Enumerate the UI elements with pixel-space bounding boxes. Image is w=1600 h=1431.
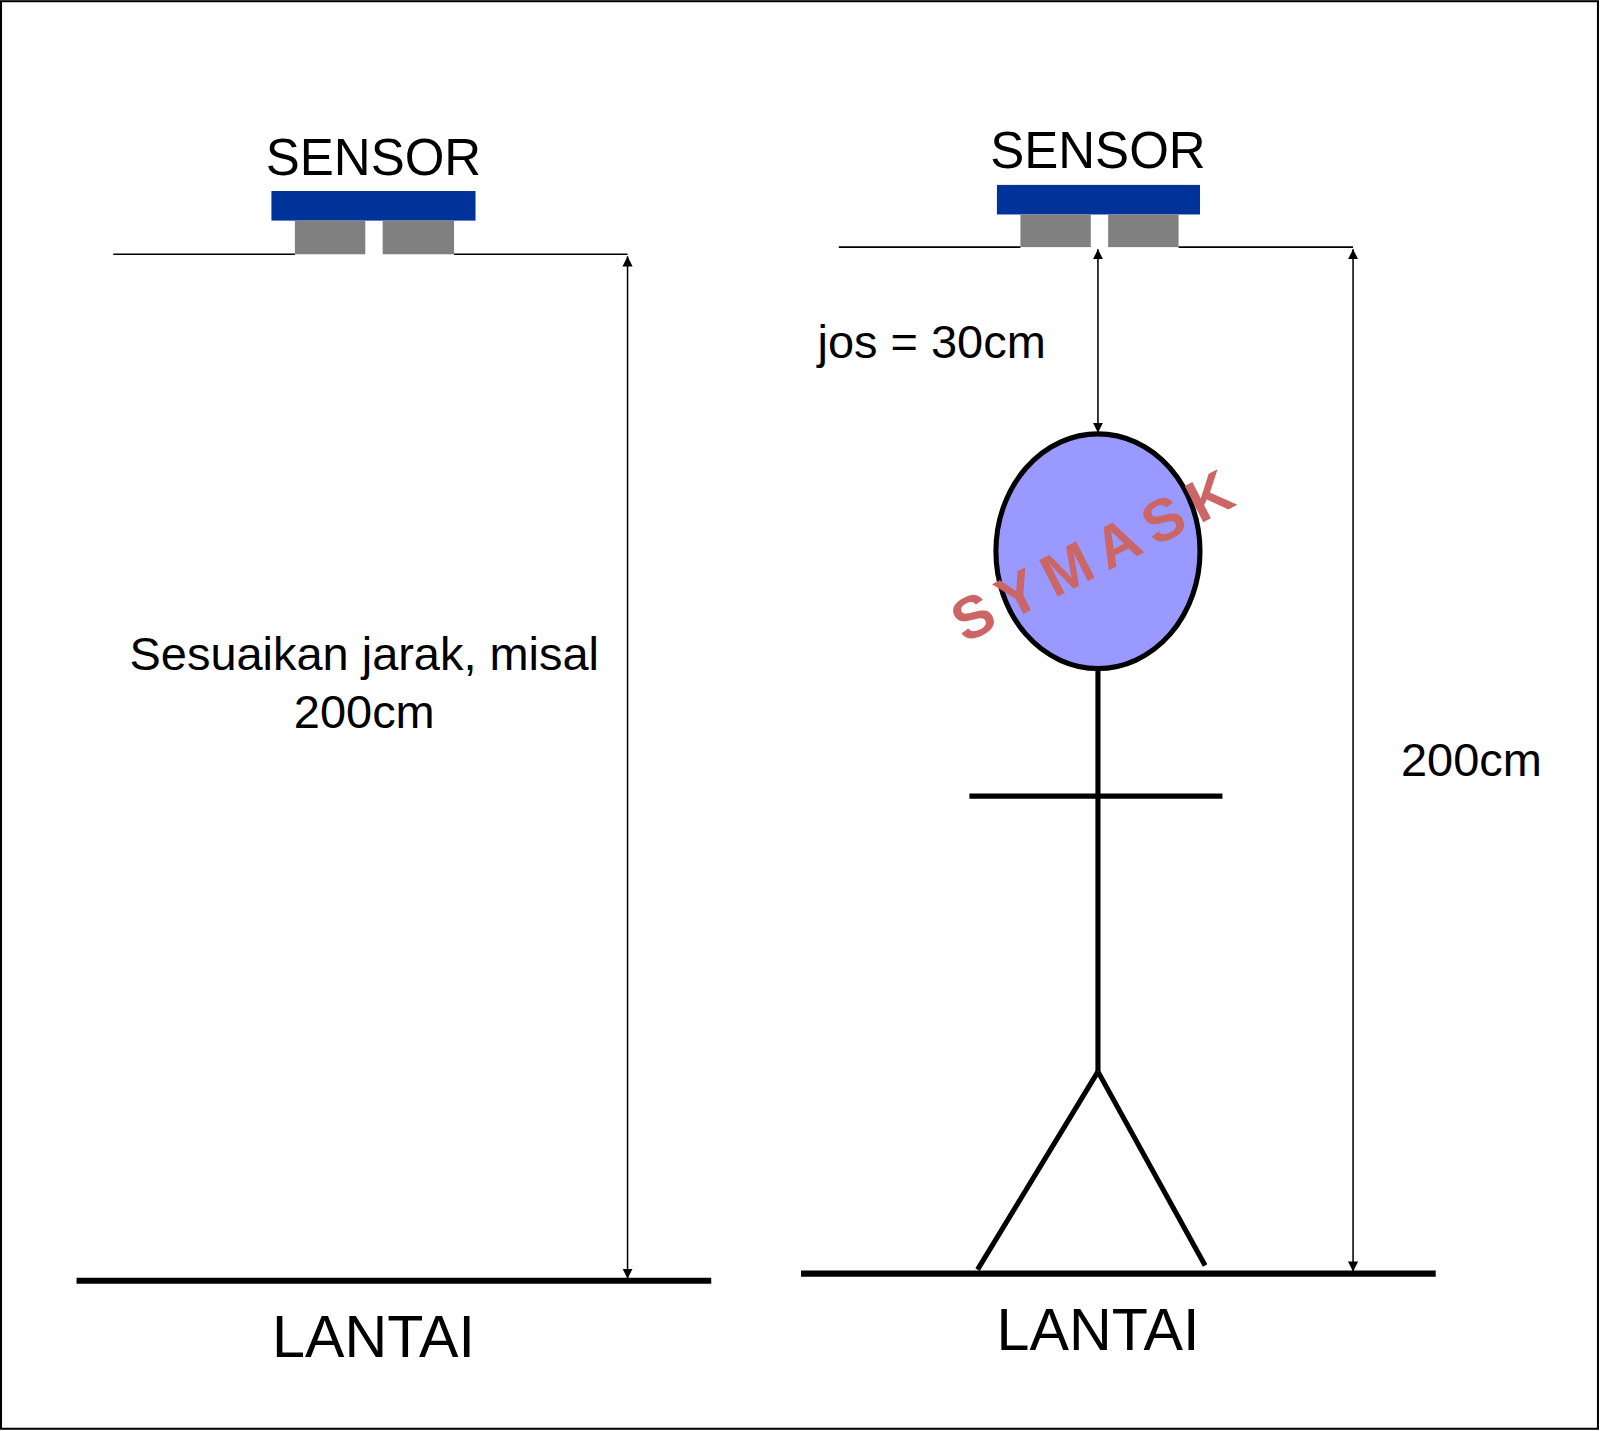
dimension-arrow [1352,249,1354,1271]
dimension-label: jos = 30cm [818,312,1046,371]
floor-line [801,1271,1436,1277]
sensor-right [839,185,1353,247]
floor-label: LANTAI [997,1293,1200,1367]
dimension-label: 200cm [1401,731,1542,790]
sensor-label: SENSOR [266,126,481,190]
dimension-arrow [1097,249,1099,433]
floor-line [77,1278,712,1284]
dimension-note: Sesuaikan jarak, misal 200cm [124,625,604,742]
sensor-label: SENSOR [990,119,1205,183]
dimension-arrow [627,256,629,1278]
sensor-left [113,191,627,254]
floor-label: LANTAI [272,1300,475,1374]
